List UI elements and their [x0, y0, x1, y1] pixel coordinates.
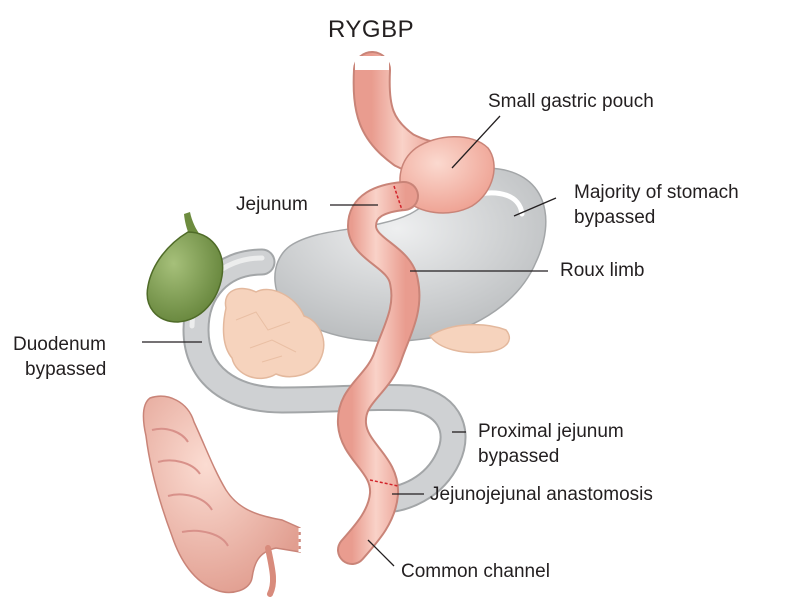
label-common-channel: Common channel [401, 560, 550, 583]
label-jejunum: Jejunum [236, 193, 308, 216]
label-jejunojejunal-anastomosis: Jejunojejunal anastomosis [430, 483, 653, 506]
label-duodenum-line2: bypassed [25, 358, 106, 381]
leader-common [368, 540, 394, 566]
label-proximal-line2: bypassed [478, 445, 559, 468]
label-duodenum-line1: Duodenum [13, 333, 106, 356]
label-proximal-line1: Proximal jejunum [478, 420, 624, 443]
colon [143, 396, 300, 594]
label-small-gastric-pouch: Small gastric pouch [488, 90, 654, 113]
label-stomach-line2: bypassed [574, 206, 655, 229]
label-roux-limb: Roux limb [560, 259, 644, 282]
diagram-title: RYGBP [328, 16, 414, 44]
label-stomach-line1: Majority of stomach [574, 181, 739, 204]
